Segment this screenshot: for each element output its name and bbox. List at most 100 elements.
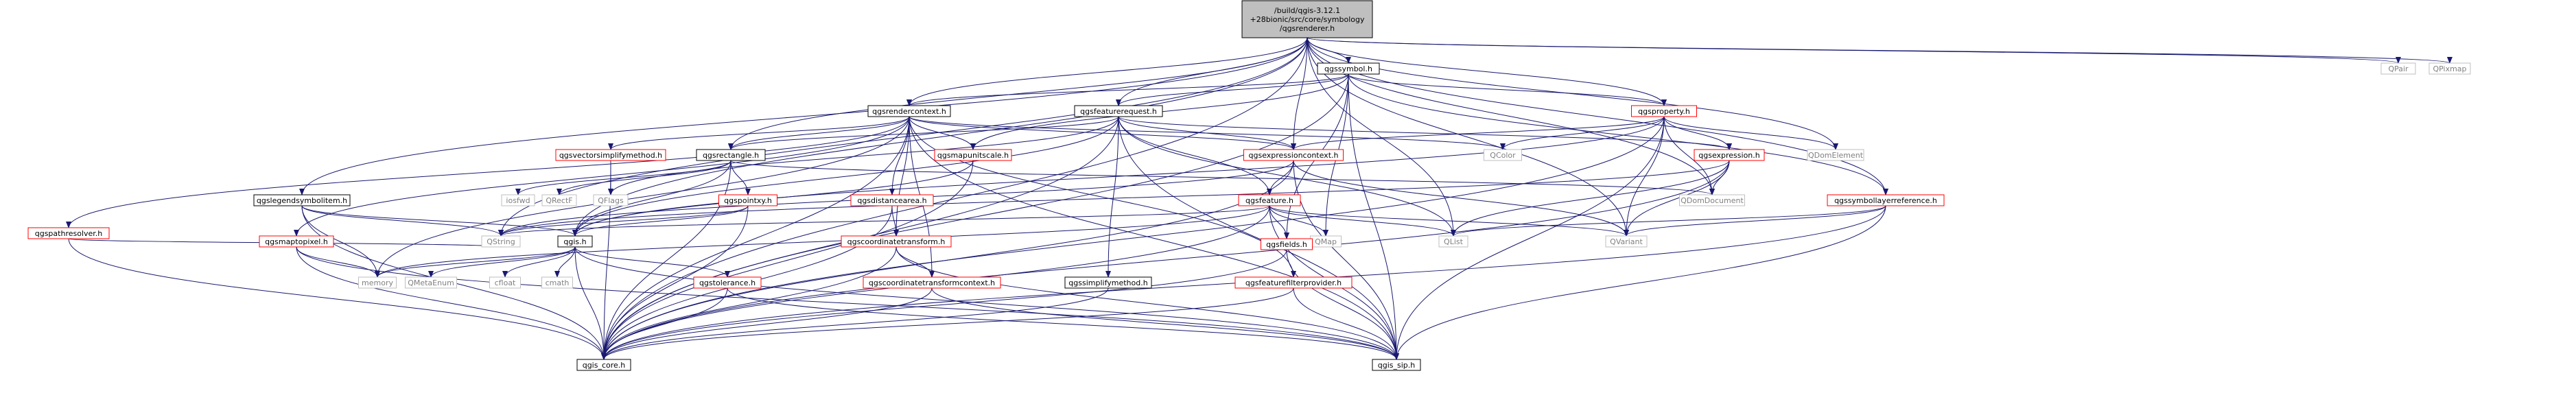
node-qgis_core[interactable]: qgis_core.h (576, 359, 631, 371)
edge-qgsrendercontext-to-qgsfeaturefilterprovider (909, 116, 1296, 278)
node-box-qpair (2380, 62, 2416, 75)
edge-qgsrendercontext-to-qgsexpressioncontext (909, 116, 1296, 150)
node-qgsvectorsimplifymethod[interactable]: qgsvectorsimplifymethod.h (555, 149, 666, 161)
node-qgssymbollayerreference[interactable]: qgssymbollayerreference.h (1827, 194, 1945, 206)
node-qmap[interactable]: QMap (1310, 235, 1342, 248)
edge-qgsproperty-to-qdomdocument (1663, 116, 1715, 195)
edge-qgscoordinatetransform-to-qgscoordinatetransformcontext (895, 246, 935, 278)
node-qrectf[interactable]: QRectF (541, 194, 577, 206)
node-label-root: /build/qgis-3.12.1 (1274, 6, 1340, 15)
node-memory[interactable]: memory (358, 276, 397, 289)
node-qgsdistancearea[interactable]: qgsdistancearea.h (850, 194, 934, 206)
edge-qgsfeaturerequest-to-qgssimplifymethod (1105, 116, 1119, 278)
node-qflags[interactable]: QFlags (593, 194, 629, 206)
node-label-cmath: cmath (546, 278, 570, 287)
node-qpair[interactable]: QPair (2380, 62, 2416, 75)
node-qgssimplifymethod[interactable]: qgssimplifymethod.h (1064, 276, 1152, 289)
node-qgsmapunitscale[interactable]: qgsmapunitscale.h (934, 149, 1012, 161)
node-label-qgssimplifymethod: qgssimplifymethod.h (1068, 278, 1147, 287)
node-qgsfields[interactable]: qgsfields.h (1261, 238, 1313, 250)
node-qgspointxy[interactable]: qgspointxy.h (718, 194, 777, 206)
node-box-qgsexpression (1694, 149, 1765, 161)
node-qpixmap[interactable]: QPixmap (2428, 62, 2471, 75)
edge-qgsfeaturefilterprovider-to-qgis_sip (1293, 287, 1399, 360)
edge-qgsexpression-to-qstring (498, 160, 1730, 237)
node-qgspathresolver[interactable]: qgspathresolver.h (27, 227, 110, 239)
node-box-memory (358, 276, 397, 289)
node-iosfwd[interactable]: iosfwd (501, 194, 535, 206)
node-qgscoordinatetransform[interactable]: qgscoordinatetransform.h (841, 235, 952, 248)
node-qlist[interactable]: QList (1438, 235, 1468, 248)
edge-qgscoordinatetransform-to-qgis_sip (895, 246, 1399, 360)
node-label-qgis_sip: qgis_sip.h (1378, 361, 1416, 370)
edge-qgsrendercontext-to-qgsvectorsimplifymethod (608, 116, 910, 150)
node-cfloat[interactable]: cfloat (489, 276, 521, 289)
edge-qgslegendsymbolitem-to-memory (301, 205, 380, 278)
node-label-qgsproperty: qgsproperty.h (1638, 107, 1690, 116)
node-label-qdomdocument: QDomDocument (1681, 196, 1744, 205)
node-cmath[interactable]: cmath (541, 276, 573, 289)
node-root: /build/qgis-3.12.1+28bionic/src/core/sym… (1241, 0, 1373, 38)
edges-layer (66, 37, 2452, 360)
edge-qgstolerance-to-qgis_sip (727, 287, 1399, 360)
node-qvariant[interactable]: QVariant (1605, 235, 1648, 248)
node-qmetaenum[interactable]: QMetaEnum (405, 276, 457, 289)
node-qgsexpressioncontext[interactable]: qgsexpressioncontext.h (1243, 149, 1344, 161)
edge-qgis-to-qgis_core (574, 246, 607, 360)
edge-qgscoordinatetransform-to-qgis_core (601, 246, 897, 360)
edge-qgsrendercontext-to-qgis_core (601, 116, 910, 360)
node-qgssymbol[interactable]: qgssymbol.h (1317, 62, 1380, 75)
node-box-qgstolerance (693, 276, 762, 289)
edge-qgsfeaturefilterprovider-to-qgis_core (601, 287, 1294, 360)
node-qgslegendsymbolitem[interactable]: qgslegendsymbolitem.h (253, 194, 351, 206)
node-box-qflags (593, 194, 629, 206)
edge-qgsrendercontext-to-qgscoordinatetransform (893, 116, 910, 237)
node-box-qmetaenum (405, 276, 457, 289)
edge-qgis-to-qgis_sip (574, 246, 1399, 360)
edge-qgsfeature-to-memory (375, 205, 1270, 278)
node-qdomelement[interactable]: QDomElement (1807, 149, 1864, 161)
edge-qgis-to-qgstolerance (574, 246, 730, 278)
edge-qgsproperty-to-qgsexpression (1663, 116, 1732, 150)
node-box-qgspathresolver (27, 227, 110, 239)
node-qcolor[interactable]: QColor (1484, 149, 1522, 161)
node-label-qpixmap: QPixmap (2433, 64, 2466, 73)
node-qgsfeature[interactable]: qgsfeature.h (1238, 194, 1301, 206)
node-label-qgssymbollayerreference: qgssymbollayerreference.h (1834, 196, 1937, 205)
node-qgsfeaturerequest[interactable]: qgsfeaturerequest.h (1074, 105, 1163, 117)
node-qgis_sip[interactable]: qgis_sip.h (1372, 359, 1421, 371)
edge-qgsrectangle-to-qrectf (557, 160, 731, 195)
node-box-qdomdocument (1679, 194, 1745, 206)
node-qgsexpression[interactable]: qgsexpression.h (1694, 149, 1765, 161)
node-qgsfeaturefilterprovider[interactable]: qgsfeaturefilterprovider.h (1234, 276, 1353, 289)
node-qgis[interactable]: qgis.h (557, 235, 593, 248)
edge-qgssymbol-to-qgssymbollayerreference (1348, 73, 1888, 195)
node-label-qgspointxy: qgspointxy.h (724, 196, 772, 205)
edge-qgssymbol-to-qgsproperty (1348, 73, 1667, 106)
node-qstring[interactable]: QString (481, 235, 521, 248)
node-qgsrendercontext[interactable]: qgsrendercontext.h (867, 105, 951, 117)
edge-qgssymbollayerreference-to-qlist (1451, 205, 1886, 237)
edge-qgspointxy-to-qgis (572, 205, 749, 237)
node-qgsmaptopixel[interactable]: qgsmaptopixel.h (259, 235, 334, 248)
node-label-qgsrendercontext: qgsrendercontext.h (872, 107, 946, 116)
node-label-qstring: QString (487, 237, 515, 246)
node-label-qgsexpression: qgsexpression.h (1698, 151, 1760, 160)
node-label-qgscoordinatetransformcontext: qgscoordinatetransformcontext.h (869, 278, 995, 287)
node-box-qgsproperty (1631, 105, 1697, 117)
node-box-qgis_core (576, 359, 631, 371)
node-qdomdocument[interactable]: QDomDocument (1679, 194, 1745, 206)
edge-qgsexpressioncontext-to-qvariant (1293, 160, 1629, 237)
edge-qgsfeature-to-qstring (498, 205, 1270, 237)
edge-qgsfeaturerequest-to-qlist (1118, 116, 1456, 237)
node-qgsrectangle[interactable]: qgsrectangle.h (696, 149, 766, 161)
node-qgsproperty[interactable]: qgsproperty.h (1631, 105, 1697, 117)
node-label-qlist: QList (1444, 237, 1464, 246)
node-qgscoordinatetransformcontext[interactable]: qgscoordinatetransformcontext.h (863, 276, 1001, 289)
node-qgstolerance[interactable]: qgstolerance.h (693, 276, 762, 289)
node-box-qgslegendsymbolitem (253, 194, 351, 206)
edge-qgspointxy-to-qgis_core (601, 205, 749, 360)
node-label-qgslegendsymbolitem: qgslegendsymbolitem.h (257, 196, 347, 205)
node-label-qgssymbol: qgssymbol.h (1324, 64, 1372, 73)
edge-qgssymbol-to-qgis_sip (1348, 73, 1399, 360)
